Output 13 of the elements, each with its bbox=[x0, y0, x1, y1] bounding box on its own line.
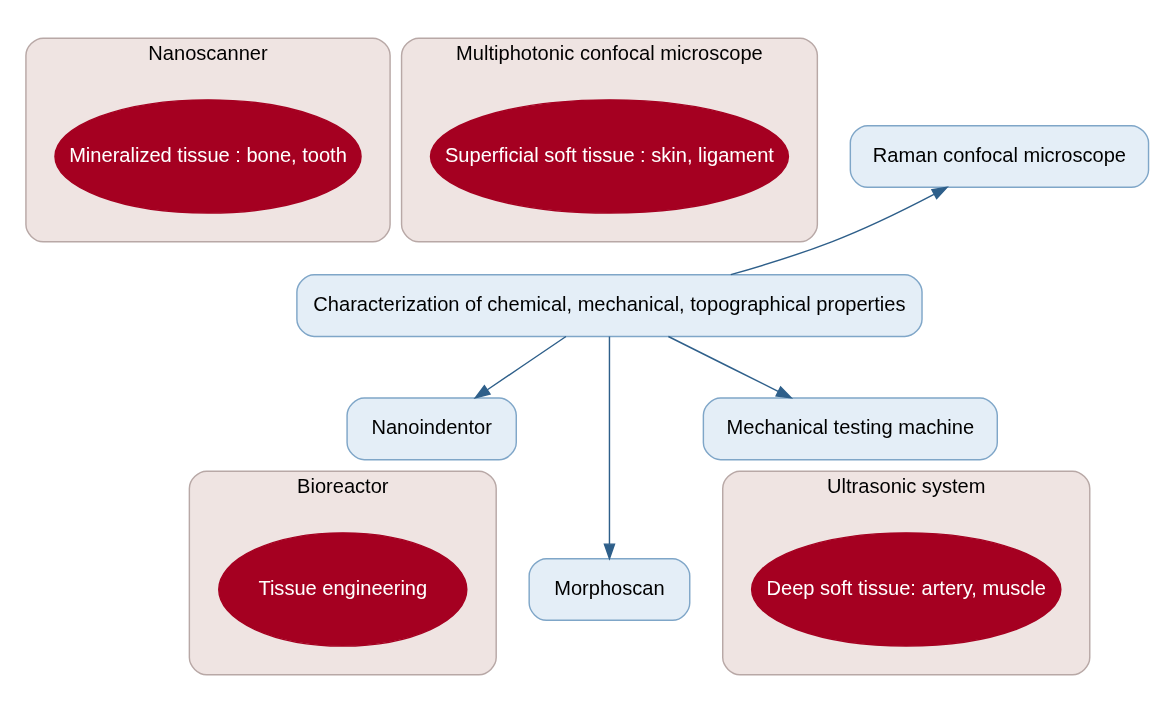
node-box: Raman confocal microscope bbox=[849, 124, 1150, 189]
node-ellipse: Mineralized tissue : bone, tooth bbox=[54, 99, 362, 214]
node-ellipse: Tissue engineering bbox=[218, 532, 468, 647]
arrow bbox=[473, 335, 567, 400]
node-ellipse: Superficial soft tissue : skin, ligament bbox=[429, 99, 790, 214]
arrow bbox=[730, 186, 949, 276]
node-box: Morphoscan bbox=[528, 557, 691, 622]
arrow bbox=[603, 335, 616, 561]
node-ellipse: Deep soft tissue: artery, muscle bbox=[750, 532, 1062, 647]
node-box: Characterization of chemical, mechanical, topographical properties bbox=[296, 274, 923, 338]
node-box: Mechanical testing machine bbox=[702, 397, 998, 461]
arrow bbox=[667, 335, 794, 399]
node-box: Nanoindentor bbox=[346, 397, 517, 461]
